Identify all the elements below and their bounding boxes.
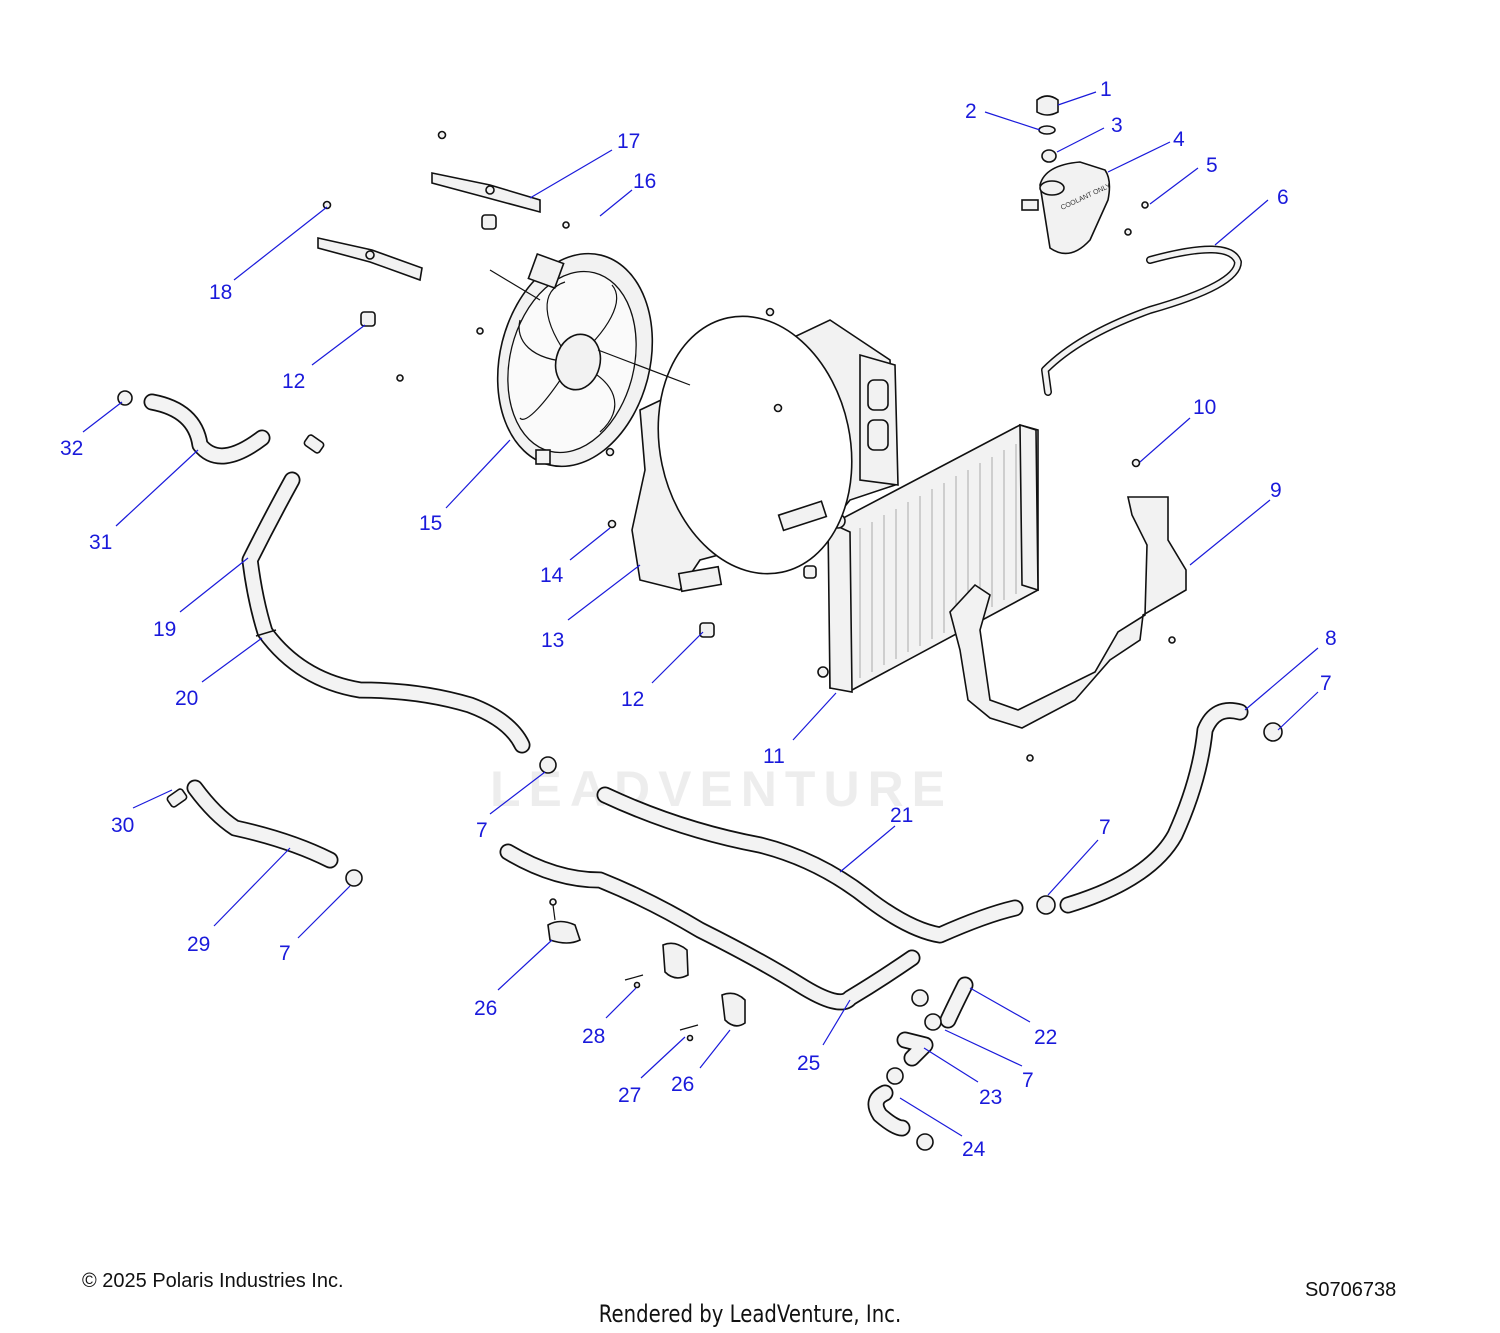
bracket-bolt-top xyxy=(437,130,447,140)
screw-fan-left xyxy=(476,327,484,335)
screw-16 xyxy=(562,221,570,229)
grommet-12-lower xyxy=(699,622,715,638)
callout-5: 5 xyxy=(1206,154,1218,177)
reservoir-cap xyxy=(1036,95,1059,116)
grommet-upper xyxy=(481,214,497,230)
overflow-tube xyxy=(1041,245,1242,396)
watermark-text: LEADVENTURE xyxy=(490,761,954,817)
clamp-24-lower xyxy=(916,1133,934,1151)
callout-12-a: 12 xyxy=(282,370,305,393)
grommet-12-upper xyxy=(360,311,376,327)
callout-32: 32 xyxy=(60,437,83,460)
callout-7-b: 7 xyxy=(279,942,291,965)
screw-27 xyxy=(679,1024,699,1042)
hose-31 xyxy=(143,393,271,465)
callout-15: 15 xyxy=(419,512,442,535)
callout-6: 6 xyxy=(1277,186,1289,209)
callout-26-a: 26 xyxy=(474,997,497,1020)
hose-22 xyxy=(939,976,974,1029)
tee-23 xyxy=(896,1031,934,1067)
rendered-by-text: Rendered by LeadVenture, Inc. xyxy=(598,1300,902,1328)
callout-26-b: 26 xyxy=(671,1073,694,1096)
callout-10: 10 xyxy=(1193,396,1216,419)
clamp-7-c xyxy=(1036,895,1056,915)
callout-3: 3 xyxy=(1111,114,1123,137)
callout-7-a: 7 xyxy=(476,819,488,842)
radiator-side-bracket xyxy=(949,458,1187,762)
hose-clip-26-middle xyxy=(662,942,689,979)
coolant-reservoir: COOLANT ONLY xyxy=(1021,161,1112,255)
filler-neck-seal xyxy=(1041,149,1057,163)
fan-shroud xyxy=(605,307,899,593)
clamp-7-a xyxy=(539,756,557,774)
clamp-7-b xyxy=(345,869,363,887)
lower-bracket xyxy=(317,237,423,282)
hose-clip-26-left xyxy=(547,898,581,944)
callout-7-c: 7 xyxy=(1099,816,1111,839)
callout-31: 31 xyxy=(89,531,112,554)
callout-24: 24 xyxy=(962,1138,986,1161)
screw-28 xyxy=(624,974,644,989)
callout-28: 28 xyxy=(582,1025,605,1048)
clamp-7-e xyxy=(911,989,929,1007)
cooling-fan xyxy=(489,252,691,468)
callout-12-b: 12 xyxy=(621,688,644,711)
radiator xyxy=(817,423,1039,693)
bracket-bolt-18 xyxy=(322,200,332,210)
diagram-id: S0706738 xyxy=(1305,1279,1397,1301)
leader-lines xyxy=(82,91,1319,1137)
callout-4: 4 xyxy=(1173,128,1185,151)
hose-25 xyxy=(499,843,921,1011)
callout-25: 25 xyxy=(797,1052,820,1075)
callout-23: 23 xyxy=(979,1086,1002,1109)
callout-14: 14 xyxy=(540,564,564,587)
callout-13: 13 xyxy=(541,629,564,652)
hose-8 xyxy=(1059,702,1249,914)
callout-9: 9 xyxy=(1270,479,1282,502)
clamp-7-f xyxy=(924,1013,942,1031)
cap-gasket xyxy=(1038,125,1056,135)
copyright-text: © 2025 Polaris Industries Inc. xyxy=(82,1270,344,1292)
elbow-24 xyxy=(867,1084,911,1137)
callout-16: 16 xyxy=(633,170,656,193)
clamp-7-d xyxy=(1263,722,1283,742)
callout-22: 22 xyxy=(1034,1026,1057,1049)
callout-17: 17 xyxy=(617,130,640,153)
hose-clip-26-right xyxy=(721,992,746,1027)
upper-bracket xyxy=(431,172,541,214)
reservoir-screw-lower xyxy=(1124,228,1132,236)
callout-2: 2 xyxy=(965,100,977,123)
hose-21 xyxy=(596,786,1024,944)
clamp-32 xyxy=(117,390,133,406)
callout-19: 19 xyxy=(153,618,176,641)
screw-shroud-left xyxy=(396,374,404,382)
callout-8: 8 xyxy=(1325,627,1337,650)
callout-20: 20 xyxy=(175,687,198,710)
grommet-radiator xyxy=(803,565,817,579)
fitting-30 xyxy=(166,788,188,808)
callout-29: 29 xyxy=(187,933,210,956)
hose-19-20 xyxy=(241,471,531,754)
callout-21: 21 xyxy=(890,804,913,827)
hose-29 xyxy=(186,779,339,869)
callout-7-d: 7 xyxy=(1320,672,1332,695)
callout-18: 18 xyxy=(209,281,232,304)
callout-30: 30 xyxy=(111,814,134,837)
reservoir-screw-upper xyxy=(1141,201,1149,209)
callout-27: 27 xyxy=(618,1084,641,1107)
clamp-24-upper xyxy=(886,1067,904,1085)
fitting-upper xyxy=(303,434,325,454)
callout-numbers: 1 2 3 4 5 6 9 10 8 7 11 12 13 14 15 16 1… xyxy=(60,78,1337,1161)
callout-7-e: 7 xyxy=(1022,1069,1034,1092)
callout-11: 11 xyxy=(763,745,785,768)
callout-1: 1 xyxy=(1100,78,1112,101)
